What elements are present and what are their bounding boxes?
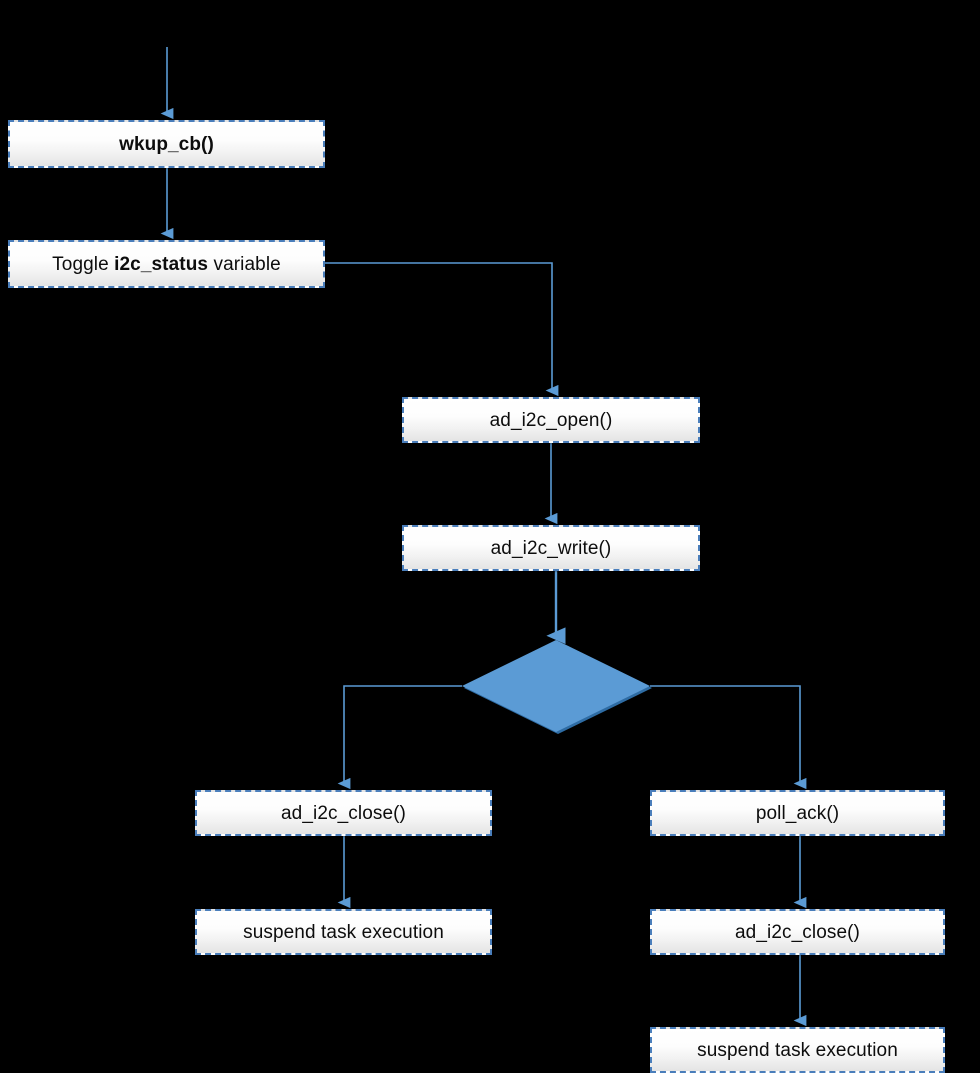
- node-ad-i2c-close-left-label: ad_i2c_close(): [281, 802, 406, 824]
- node-ad-i2c-close-right-label: ad_i2c_close(): [735, 921, 860, 943]
- node-suspend-task-execution-left-label: suspend task execution: [243, 921, 444, 943]
- toggle-text-before: Toggle: [52, 253, 115, 275]
- node-wkup-cb-label: wkup_cb(): [119, 133, 214, 155]
- edge-toggle-to-ad-i2c-open: [325, 262, 559, 397]
- edge-decision-to-ad-i2c-close-left: [337, 685, 462, 790]
- node-ad-i2c-close-right[interactable]: ad_i2c_close(): [650, 909, 945, 955]
- node-suspend-task-execution-left[interactable]: suspend task execution: [195, 909, 492, 955]
- node-ad-i2c-write-label: ad_i2c_write(): [490, 537, 612, 559]
- node-ad-i2c-close-left[interactable]: ad_i2c_close(): [195, 790, 492, 836]
- node-suspend-task-execution-right[interactable]: suspend task execution: [650, 1027, 945, 1073]
- toggle-text-variable: i2c_status: [114, 253, 209, 275]
- node-poll-ack[interactable]: poll_ack(): [650, 790, 945, 836]
- node-suspend-task-execution-right-label: suspend task execution: [697, 1039, 898, 1061]
- node-wkup-cb[interactable]: wkup_cb(): [8, 120, 325, 168]
- toggle-text-after: variable: [208, 253, 281, 275]
- node-toggle-i2c-status-label: Toggle i2c_status variable: [48, 255, 285, 274]
- node-poll-ack-label: poll_ack(): [755, 802, 840, 824]
- node-ad-i2c-open[interactable]: ad_i2c_open(): [402, 397, 700, 443]
- node-ad-i2c-write[interactable]: ad_i2c_write(): [402, 525, 700, 571]
- node-toggle-i2c-status[interactable]: Toggle i2c_status variable: [8, 240, 325, 288]
- node-ad-i2c-open-label: ad_i2c_open(): [489, 409, 613, 431]
- edge-decision-to-poll-ack: [650, 685, 807, 790]
- decision-diamond[interactable]: [462, 640, 650, 732]
